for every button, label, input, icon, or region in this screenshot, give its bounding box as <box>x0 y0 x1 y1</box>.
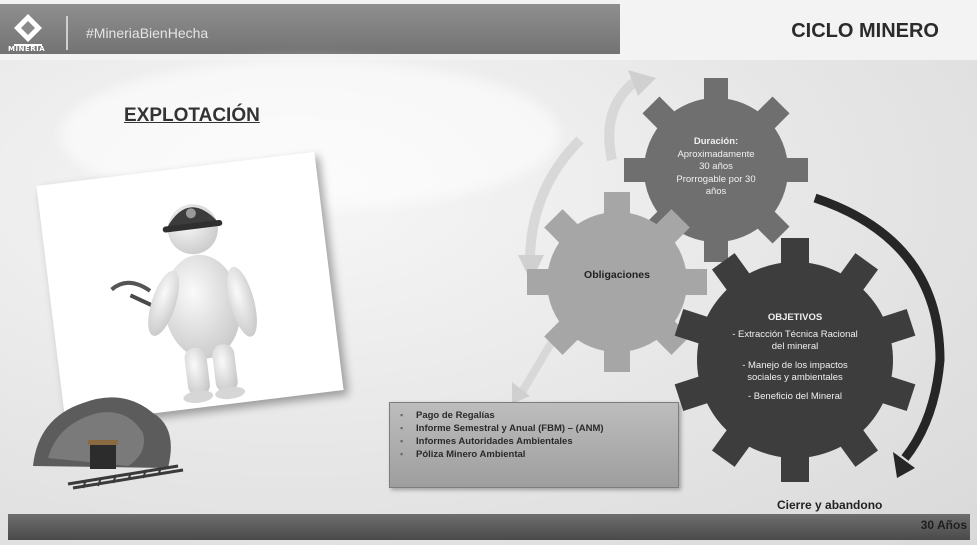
cycle-arrow-right-head <box>893 452 915 478</box>
duracion-line-2: 30 años <box>699 161 733 172</box>
logo-text: MINERÍA <box>8 45 46 53</box>
section-title: CICLO MINERO <box>791 20 939 42</box>
duracion-line-4: años <box>705 186 727 197</box>
obligations-list: Pago de Regalías Informe Semestral y Anu… <box>390 403 678 461</box>
cycle-arrow-left <box>525 136 584 263</box>
gear-obligaciones-label: Obligaciones <box>584 269 650 281</box>
obligation-item: Póliza Minero Ambiental <box>400 448 672 461</box>
gear-duracion-text: Duración: Aproximadamente 30 años Prorro… <box>666 136 766 199</box>
hashtag-label: #MineriaBienHecha <box>86 25 209 41</box>
objetivos-title: OBJETIVOS <box>767 312 823 323</box>
page-title: EXPLOTACIÓN <box>124 105 260 126</box>
obligation-item: Informes Autoridades Ambientales <box>400 435 672 448</box>
cycle-arrow-left-head <box>518 255 544 282</box>
duracion-line-3: Prorrogable por 30 <box>676 173 756 185</box>
miner-figure-icon <box>110 204 257 404</box>
timeline-bar <box>8 514 970 540</box>
header-divider <box>66 16 68 50</box>
obligation-item: Informe Semestral y Anual (FBM) – (ANM) <box>400 422 672 435</box>
cycle-arrow-right <box>813 193 945 461</box>
cycle-arrow-top-head <box>628 70 656 96</box>
mine-entrance-icon <box>33 397 184 490</box>
header-bar: MINERÍA #MineriaBienHecha CICLO MINERO <box>0 0 977 60</box>
gear-objetivos-text: OBJETIVOS - Extracción Técnica Racional … <box>730 312 860 403</box>
obligations-list-box: Pago de Regalías Informe Semestral y Anu… <box>389 402 679 488</box>
timeline-duration-label: 30 Años <box>920 518 967 532</box>
header-gray-band: MINERÍA #MineriaBienHecha <box>0 4 620 54</box>
duracion-line-1: Aproximadamente <box>677 148 755 160</box>
gear-objetivos <box>674 238 916 482</box>
objetivos-item: - Beneficio del Mineral <box>748 390 842 402</box>
duracion-title: Duración: <box>693 136 739 147</box>
objetivos-item: - Manejo de los impactos sociales y ambi… <box>742 359 848 384</box>
gear-obligaciones <box>527 192 707 372</box>
miner-photo-card <box>36 151 344 425</box>
mineria-logo-icon <box>14 14 42 46</box>
cierre-label: Cierre y abandono <box>777 498 883 512</box>
objetivos-item: - Extracción Técnica Racional del minera… <box>732 328 858 353</box>
obligation-item: Pago de Regalías <box>400 409 672 422</box>
pointer-arrow-head <box>512 382 530 404</box>
cycle-arrow-top <box>604 73 643 162</box>
